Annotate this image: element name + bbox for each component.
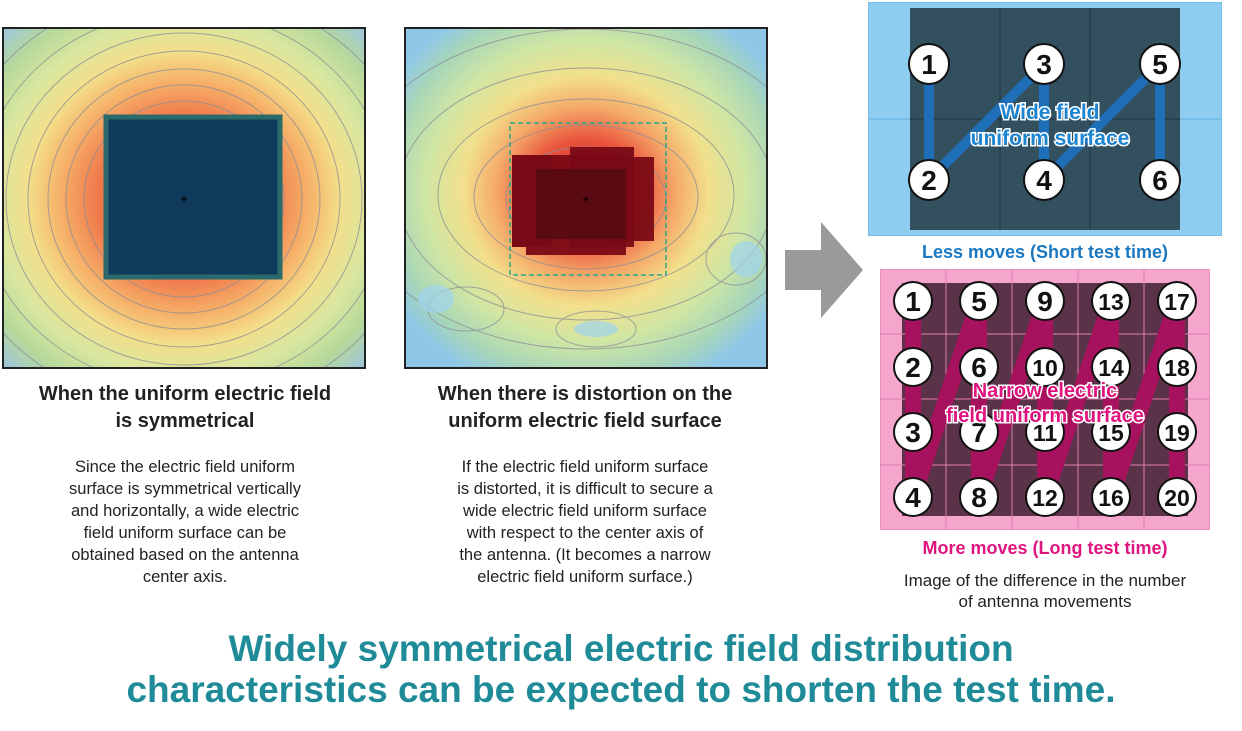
position-marker-8: 8: [959, 477, 999, 517]
distorted-field-map: [404, 27, 768, 369]
svg-text:6: 6: [1152, 165, 1168, 196]
right-arrow-icon: [785, 222, 863, 318]
image-caption: Image of the difference in the number of…: [903, 571, 1187, 611]
position-marker-1: 1: [908, 43, 950, 85]
svg-text:1: 1: [905, 286, 921, 317]
svg-text:6: 6: [971, 352, 987, 383]
narrow-position-markers: 1 2 3 4 5 6 7 8 9 10 11 12 13 14 15 16 1…: [893, 281, 1197, 517]
position-marker-10: 10: [1025, 347, 1065, 387]
position-marker-19: 19: [1157, 412, 1197, 452]
position-marker-7: 7: [959, 412, 999, 452]
svg-text:12: 12: [1032, 485, 1058, 511]
more-moves-caption: More moves (Long test time): [922, 538, 1168, 558]
svg-text:field uniform surface: field uniform surface: [946, 405, 1144, 427]
position-marker-18: 18: [1157, 347, 1197, 387]
wide-position-markers: 1 2 3 4 5 6: [908, 43, 1181, 201]
svg-text:18: 18: [1164, 355, 1190, 381]
svg-text:3: 3: [1036, 49, 1052, 80]
position-marker-5: 5: [1139, 43, 1181, 85]
svg-text:20: 20: [1164, 485, 1190, 511]
symmetric-title: When the uniform electric field is symme…: [38, 383, 332, 432]
svg-text:1: 1: [921, 49, 937, 80]
svg-text:8: 8: [971, 482, 987, 513]
wide-uniform-surface-square: [103, 114, 283, 280]
position-marker-9: 9: [1025, 281, 1065, 321]
position-marker-16: 16: [1091, 477, 1131, 517]
svg-text:4: 4: [905, 482, 921, 513]
svg-text:2: 2: [921, 165, 937, 196]
distorted-title: When there is distortion on the uniform …: [437, 383, 733, 432]
svg-text:Narrow electric: Narrow electric: [973, 380, 1118, 402]
svg-text:2: 2: [905, 352, 921, 383]
position-marker-20: 20: [1157, 477, 1197, 517]
svg-text:13: 13: [1098, 289, 1124, 315]
position-marker-4: 4: [1023, 159, 1065, 201]
svg-text:5: 5: [1152, 49, 1168, 80]
svg-text:16: 16: [1098, 485, 1124, 511]
wide-field-grid: 1 2 3 4 5 6 Wide field uniform surface: [868, 2, 1222, 236]
position-marker-13: 13: [1091, 281, 1131, 321]
svg-text:11: 11: [1033, 420, 1058, 446]
position-marker-3: 3: [893, 412, 933, 452]
less-moves-caption: Less moves (Short test time): [921, 242, 1169, 262]
position-marker-1: 1: [893, 281, 933, 321]
position-marker-14: 14: [1091, 347, 1131, 387]
position-marker-4: 4: [893, 477, 933, 517]
svg-text:4: 4: [1036, 165, 1052, 196]
svg-text:10: 10: [1032, 355, 1058, 381]
svg-text:7: 7: [971, 417, 987, 448]
position-marker-6: 6: [959, 347, 999, 387]
position-marker-12: 12: [1025, 477, 1065, 517]
distorted-description: If the electric field uniform surface is…: [457, 458, 713, 586]
position-marker-5: 5: [959, 281, 999, 321]
position-marker-2: 2: [893, 347, 933, 387]
svg-text:19: 19: [1164, 420, 1190, 446]
symmetric-field-map: [2, 27, 366, 369]
bottom-headline: Widely symmetrical electric field distri…: [126, 628, 1116, 710]
svg-text:15: 15: [1098, 420, 1124, 446]
narrow-movement-path: [905, 293, 1185, 505]
position-marker-6: 6: [1139, 159, 1181, 201]
position-marker-3: 3: [1023, 43, 1065, 85]
svg-text:14: 14: [1098, 355, 1124, 381]
target-area-dashed-outline: [509, 122, 667, 276]
svg-text:Wide field: Wide field: [1001, 101, 1100, 124]
wide-field-label: Wide field uniform surface: [969, 100, 1131, 152]
position-marker-11: 11: [1025, 412, 1065, 452]
symmetric-description: Since the electric field uniform surface…: [69, 458, 301, 586]
position-marker-15: 15: [1091, 412, 1131, 452]
position-marker-2: 2: [908, 159, 950, 201]
narrow-uniform-surface-block: [512, 147, 654, 255]
svg-text:5: 5: [971, 286, 987, 317]
svg-text:3: 3: [905, 417, 921, 448]
svg-text:9: 9: [1037, 286, 1053, 317]
svg-text:17: 17: [1164, 289, 1190, 315]
svg-text:uniform surface: uniform surface: [971, 127, 1130, 150]
narrow-field-label: Narrow electric field uniform surface: [945, 379, 1146, 429]
position-marker-17: 17: [1157, 281, 1197, 321]
narrow-field-grid: 1 2 3 4 5 6 7 8 9 10 11 12 13 14 15 16 1…: [880, 269, 1210, 530]
